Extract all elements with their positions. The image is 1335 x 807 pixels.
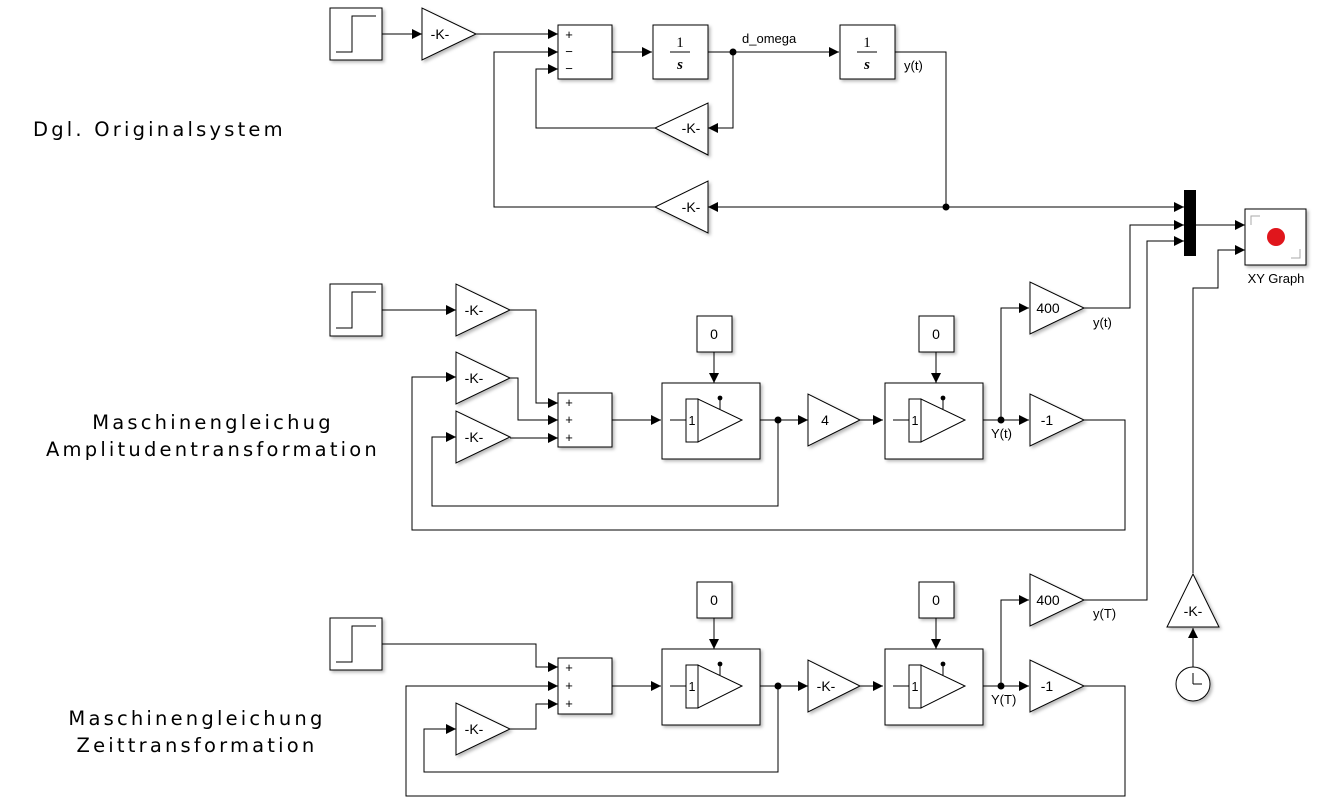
signal-label-Y-t-amplitude: Y(t): [991, 426, 1012, 441]
gain-block-amplitude-four[interactable]: 4: [807, 393, 862, 447]
gain-block-amplitude-minus-one[interactable]: -1: [1029, 393, 1086, 447]
section-title-amplitude-line2: Amplitudentransformation: [46, 438, 380, 461]
junction-dots: [729, 48, 1005, 690]
svg-text:-1: -1: [1041, 412, 1054, 428]
section-title-amplitude: Maschinengleichug Amplitudentransformati…: [18, 409, 408, 463]
sum-block-amplitude[interactable]: + + +: [557, 392, 613, 448]
junction-dot: [774, 682, 782, 690]
signal-label-y-T-time: y(T): [1093, 606, 1116, 621]
signal-label-d-omega: d_omega: [742, 31, 797, 46]
svg-text:+: +: [565, 430, 573, 445]
svg-text:+: +: [565, 660, 573, 675]
junction-dot: [997, 416, 1005, 424]
svg-text:-K-: -K-: [682, 120, 701, 136]
step-block-time[interactable]: [329, 617, 383, 671]
svg-text:-K-: -K-: [431, 26, 450, 42]
wires-time: [382, 236, 1184, 797]
integrator-ic-block-amplitude-2[interactable]: 1: [884, 382, 984, 460]
signal-label-y-t-original: y(t): [904, 58, 923, 73]
svg-text:+: +: [565, 395, 573, 410]
gain-block-original-outer-feedback[interactable]: -K-: [653, 180, 709, 234]
wires-output: [1188, 220, 1245, 667]
clock-block[interactable]: [1175, 666, 1211, 702]
gain-block-time-400[interactable]: 400: [1029, 573, 1086, 627]
section-title-time-line2: Zeittransformation: [76, 734, 318, 757]
gain-block-time-middle[interactable]: -K-: [807, 659, 862, 713]
svg-text:0: 0: [932, 326, 940, 342]
integrator-ic-block-amplitude-1[interactable]: 1: [661, 382, 761, 460]
integrator-block-original-2[interactable]: 1 s: [839, 24, 896, 80]
constant-block-amplitude-ic-1[interactable]: 0: [696, 315, 733, 353]
svg-text:s: s: [863, 57, 870, 73]
svg-text:1: 1: [689, 414, 696, 428]
svg-text:s: s: [676, 57, 683, 73]
xy-graph-block[interactable]: [1244, 208, 1307, 266]
integrator-block-original-1[interactable]: 1 s: [652, 24, 709, 80]
svg-text:-K-: -K-: [1184, 603, 1203, 619]
junction-dot: [942, 203, 950, 211]
integrator-ic-block-time-2[interactable]: 1: [884, 648, 984, 726]
step-icon: [336, 291, 376, 329]
junction-dot: [729, 48, 737, 56]
xy-graph-label: XY Graph: [1248, 271, 1305, 286]
svg-text:400: 400: [1036, 592, 1060, 608]
section-title-time-line1: Maschinengleichung: [68, 707, 326, 730]
gain-block-time-minus-one[interactable]: -1: [1029, 659, 1086, 713]
svg-text:0: 0: [710, 326, 718, 342]
svg-text:+: +: [565, 27, 573, 42]
sum-block-time[interactable]: + + +: [557, 657, 613, 715]
gain-block-amplitude-feedback-1[interactable]: -K-: [455, 351, 512, 405]
step-block-amplitude[interactable]: [329, 283, 383, 337]
gain-block-time-feedback[interactable]: -K-: [455, 702, 512, 756]
step-icon: [336, 625, 376, 663]
svg-text:+: +: [565, 412, 573, 427]
svg-text:400: 400: [1036, 300, 1060, 316]
svg-text:-K-: -K-: [465, 721, 484, 737]
svg-text:1: 1: [863, 35, 871, 51]
sum-block-original[interactable]: + − −: [557, 24, 613, 80]
junction-dot: [997, 682, 1005, 690]
svg-text:+: +: [565, 678, 573, 693]
svg-text:4: 4: [821, 412, 829, 428]
svg-text:-K-: -K-: [465, 370, 484, 386]
section-title-original-text: Dgl. Originalsystem: [33, 118, 286, 141]
section-title-amplitude-line1: Maschinengleichug: [92, 411, 334, 434]
gain-block-amplitude-input[interactable]: -K-: [455, 283, 512, 337]
gain-block-original-inner-feedback[interactable]: -K-: [653, 102, 709, 156]
svg-text:1: 1: [912, 414, 919, 428]
record-icon: [1267, 228, 1285, 246]
step-icon: [336, 15, 376, 53]
section-title-time: Maschinengleichung Zeittransformation: [41, 705, 353, 759]
svg-text:0: 0: [932, 592, 940, 608]
svg-text:-1: -1: [1041, 678, 1054, 694]
constant-block-amplitude-ic-2[interactable]: 0: [918, 315, 955, 353]
gain-block-amplitude-feedback-2[interactable]: -K-: [455, 410, 512, 464]
gain-block-amplitude-400[interactable]: 400: [1029, 281, 1086, 335]
svg-text:+: +: [565, 696, 573, 711]
wires-amplitude: [382, 220, 1184, 531]
constant-block-time-ic-1[interactable]: 0: [696, 581, 733, 619]
gain-block-original-input[interactable]: -K-: [421, 7, 478, 61]
step-block-original[interactable]: [329, 7, 383, 61]
svg-text:1: 1: [676, 35, 684, 51]
mux-block[interactable]: [1184, 190, 1196, 256]
junction-dot: [774, 416, 782, 424]
svg-text:1: 1: [689, 680, 696, 694]
svg-text:-K-: -K-: [465, 302, 484, 318]
svg-text:-K-: -K-: [682, 199, 701, 215]
svg-text:−: −: [565, 61, 573, 76]
gain-block-clock[interactable]: -K-: [1166, 572, 1220, 628]
svg-text:−: −: [565, 44, 573, 59]
signal-label-Y-T-time: Y(T): [991, 692, 1016, 707]
svg-text:1: 1: [912, 680, 919, 694]
signal-label-y-t-amplitude: y(t): [1093, 315, 1112, 330]
wires-original: [382, 29, 1184, 212]
integrator-ic-block-time-1[interactable]: 1: [661, 648, 761, 726]
svg-text:-K-: -K-: [817, 678, 836, 694]
constant-block-time-ic-2[interactable]: 0: [918, 581, 955, 619]
svg-text:-K-: -K-: [465, 429, 484, 445]
svg-text:0: 0: [710, 592, 718, 608]
section-title-original: Dgl. Originalsystem: [33, 116, 286, 143]
